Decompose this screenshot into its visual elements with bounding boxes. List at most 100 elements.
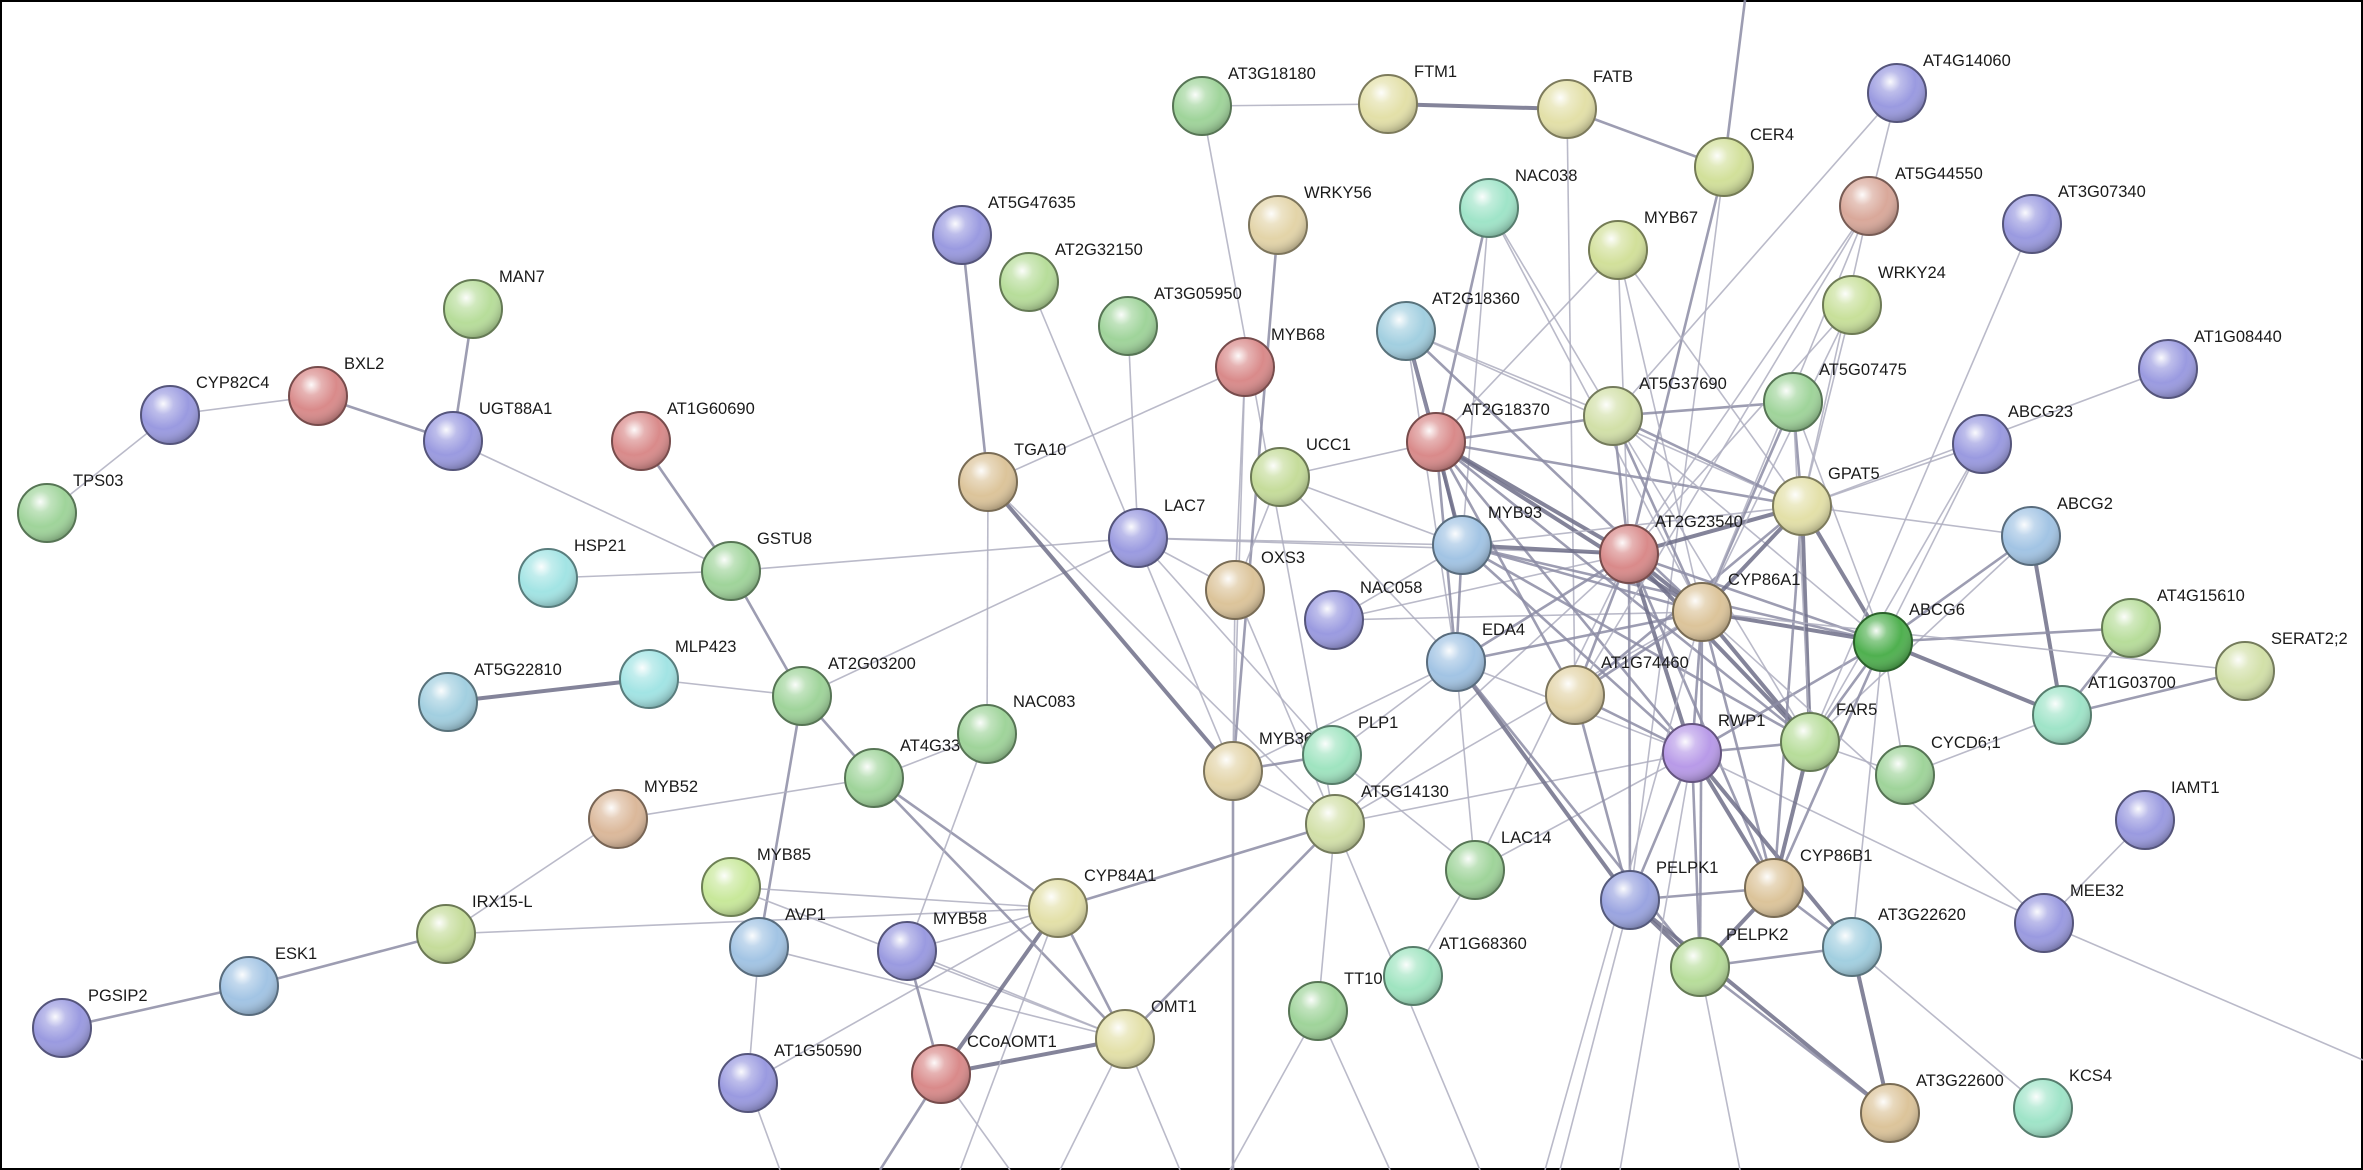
node-highlight bbox=[2103, 600, 2159, 656]
node-at5g37690[interactable]: AT5G37690 bbox=[1583, 375, 1727, 446]
node-rwp1[interactable]: RWP1 bbox=[1662, 712, 1765, 783]
node-myb85[interactable]: MYB85 bbox=[701, 846, 811, 917]
node-mlp423[interactable]: MLP423 bbox=[619, 638, 736, 709]
node-label: AT5G44550 bbox=[1895, 165, 1983, 183]
edge-MYB93-ABCG6 bbox=[1461, 543, 1884, 644]
edge-NAC038-AT5G37690 bbox=[1488, 207, 1614, 417]
node-myb68[interactable]: MYB68 bbox=[1215, 326, 1325, 397]
node-cycd61[interactable]: CYCD6;1 bbox=[1875, 734, 2001, 805]
node-far5[interactable]: FAR5 bbox=[1780, 701, 1877, 772]
node-esk1[interactable]: ESK1 bbox=[219, 945, 317, 1016]
node-myb67[interactable]: MYB67 bbox=[1588, 209, 1698, 280]
node-gstu8[interactable]: GSTU8 bbox=[701, 530, 812, 601]
node-myb58[interactable]: MYB58 bbox=[877, 910, 987, 981]
node-nac038[interactable]: NAC038 bbox=[1459, 167, 1577, 238]
node-man7[interactable]: MAN7 bbox=[443, 268, 545, 339]
edge-MEE32-offscreen bbox=[2043, 922, 2363, 1061]
node-ugt88a1[interactable]: UGT88A1 bbox=[423, 400, 552, 471]
node-oxs3[interactable]: OXS3 bbox=[1205, 549, 1305, 620]
node-highlight bbox=[1174, 78, 1230, 134]
node-ftm1[interactable]: FTM1 bbox=[1358, 63, 1457, 134]
node-cyp86b1[interactable]: CYP86B1 bbox=[1744, 847, 1872, 918]
node-kcs4[interactable]: KCS4 bbox=[2013, 1067, 2112, 1138]
node-at5g44550[interactable]: AT5G44550 bbox=[1839, 165, 1983, 236]
node-abcg6[interactable]: ABCG6 bbox=[1853, 601, 1965, 672]
edge-AVP1-OMT1 bbox=[758, 946, 1126, 1040]
node-at1g03700[interactable]: AT1G03700 bbox=[2032, 674, 2176, 745]
node-at2g23540[interactable]: AT2G23540 bbox=[1599, 513, 1743, 584]
node-bxl2[interactable]: BXL2 bbox=[288, 355, 384, 426]
node-myb93[interactable]: MYB93 bbox=[1432, 504, 1542, 575]
node-at2g03200[interactable]: AT2G03200 bbox=[772, 655, 916, 726]
node-at1g74460[interactable]: AT1G74460 bbox=[1545, 654, 1689, 725]
node-at2g32150[interactable]: AT2G32150 bbox=[999, 241, 1143, 312]
edge-PLP1-LAC14 bbox=[1331, 754, 1476, 871]
node-avp1[interactable]: AVP1 bbox=[729, 906, 826, 977]
node-abcg2[interactable]: ABCG2 bbox=[2001, 495, 2113, 566]
node-pelpk1[interactable]: PELPK1 bbox=[1600, 859, 1718, 930]
node-at2g18370[interactable]: AT2G18370 bbox=[1406, 401, 1550, 472]
node-iamt1[interactable]: IAMT1 bbox=[2115, 779, 2220, 850]
node-at5g07475[interactable]: AT5G07475 bbox=[1763, 361, 1907, 432]
node-at4g14060[interactable]: AT4G14060 bbox=[1867, 52, 2011, 123]
edge-EDA4-CYP86A1 bbox=[1455, 610, 1703, 664]
node-cer4[interactable]: CER4 bbox=[1694, 126, 1794, 197]
node-at3g05950[interactable]: AT3G05950 bbox=[1098, 285, 1242, 356]
node-abcg23[interactable]: ABCG23 bbox=[1952, 403, 2073, 474]
edge-AT2G18370-RWP1 bbox=[1434, 441, 1694, 754]
node-mee32[interactable]: MEE32 bbox=[2014, 882, 2124, 953]
node-ccoaomt1[interactable]: CCoAOMT1 bbox=[911, 1033, 1057, 1104]
node-cyp86a1[interactable]: CYP86A1 bbox=[1672, 571, 1800, 642]
edge-GSTU8-LAC7 bbox=[730, 537, 1139, 572]
node-at3g22620[interactable]: AT3G22620 bbox=[1822, 906, 1966, 977]
node-highlight bbox=[1030, 880, 1086, 936]
node-myb52[interactable]: MYB52 bbox=[588, 778, 698, 849]
node-serat22[interactable]: SERAT2;2 bbox=[2215, 630, 2348, 701]
node-hsp21[interactable]: HSP21 bbox=[518, 537, 626, 608]
node-tps03[interactable]: TPS03 bbox=[17, 472, 123, 543]
node-at1g68360[interactable]: AT1G68360 bbox=[1383, 935, 1527, 1006]
node-omt1[interactable]: OMT1 bbox=[1095, 998, 1197, 1069]
node-lac7[interactable]: LAC7 bbox=[1108, 497, 1205, 568]
node-nac058[interactable]: NAC058 bbox=[1304, 579, 1422, 650]
node-at2g18360[interactable]: AT2G18360 bbox=[1376, 290, 1520, 361]
node-ucc1[interactable]: UCC1 bbox=[1250, 436, 1351, 507]
node-plp1[interactable]: PLP1 bbox=[1302, 714, 1398, 785]
node-at3g18180[interactable]: AT3G18180 bbox=[1172, 65, 1316, 136]
node-cyp82c4[interactable]: CYP82C4 bbox=[140, 374, 269, 445]
node-at4g15610[interactable]: AT4G15610 bbox=[2101, 587, 2245, 658]
node-label: CER4 bbox=[1750, 126, 1794, 144]
edge-GPAT5-CYP86B1 bbox=[1772, 505, 1804, 889]
node-wrky56[interactable]: WRKY56 bbox=[1248, 184, 1372, 255]
node-at1g08440[interactable]: AT1G08440 bbox=[2138, 328, 2282, 399]
edge-GPAT5-ABCG23 bbox=[1801, 443, 1983, 507]
node-pgsip2[interactable]: PGSIP2 bbox=[32, 987, 148, 1058]
node-tga10[interactable]: TGA10 bbox=[958, 441, 1066, 512]
node-at3g07340[interactable]: AT3G07340 bbox=[2002, 183, 2146, 254]
node-fatb[interactable]: FATB bbox=[1537, 68, 1633, 139]
node-irx15l[interactable]: IRX15-L bbox=[416, 893, 533, 964]
node-myb36[interactable]: MYB36 bbox=[1203, 730, 1313, 801]
node-highlight bbox=[1307, 796, 1363, 852]
node-at4g3x[interactable]: AT4G33 bbox=[844, 737, 960, 808]
edge-NAC083-MYB58 bbox=[906, 733, 988, 952]
node-eda4[interactable]: EDA4 bbox=[1426, 621, 1525, 692]
node-at5g47635[interactable]: AT5G47635 bbox=[932, 194, 1076, 265]
node-at5g22810[interactable]: AT5G22810 bbox=[418, 661, 562, 732]
node-gpat5[interactable]: GPAT5 bbox=[1772, 465, 1880, 536]
node-at5g14130[interactable]: AT5G14130 bbox=[1305, 783, 1449, 854]
node-wrky24[interactable]: WRKY24 bbox=[1822, 264, 1946, 335]
node-label: AT5G47635 bbox=[988, 194, 1076, 212]
node-at1g60690[interactable]: AT1G60690 bbox=[611, 400, 755, 471]
node-cyp84a1[interactable]: CYP84A1 bbox=[1028, 867, 1156, 938]
node-at3g22600[interactable]: AT3G22600 bbox=[1860, 1072, 2004, 1143]
node-at1g50590[interactable]: AT1G50590 bbox=[718, 1042, 862, 1113]
node-label: MAN7 bbox=[499, 268, 545, 286]
node-tt10[interactable]: TT10 bbox=[1288, 970, 1383, 1041]
node-pelpk2[interactable]: PELPK2 bbox=[1670, 926, 1788, 997]
node-nac083[interactable]: NAC083 bbox=[957, 693, 1075, 764]
node-highlight bbox=[1097, 1011, 1153, 1067]
node-lac14[interactable]: LAC14 bbox=[1445, 829, 1551, 900]
edge-AT2G18360-EDA4 bbox=[1405, 330, 1457, 663]
